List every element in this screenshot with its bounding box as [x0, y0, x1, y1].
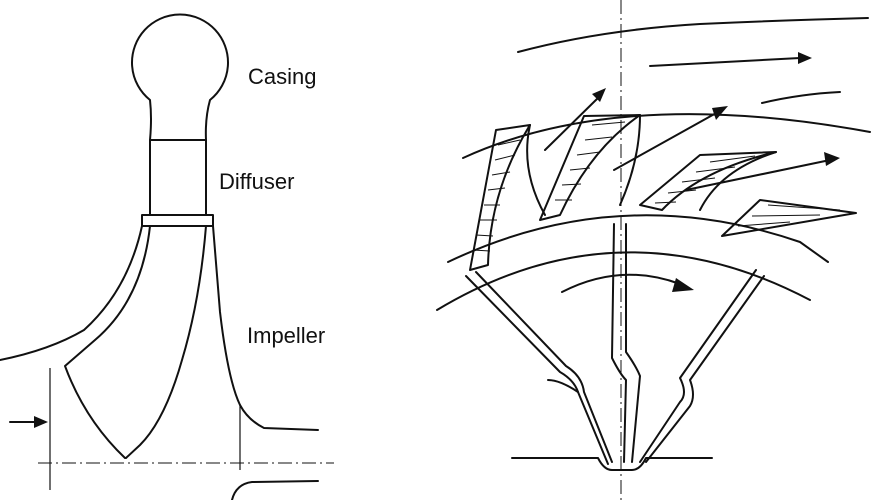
inlet-arrowhead	[34, 416, 48, 428]
impeller-label: Impeller	[247, 323, 325, 348]
flow-arrows	[544, 52, 840, 191]
diffuser-channel	[141, 139, 214, 227]
impeller-outline	[0, 225, 334, 500]
diffuser-outer-ring	[462, 113, 871, 159]
diffuser-vane-1	[469, 124, 531, 271]
rotation-arrow	[561, 273, 681, 293]
casing-volute	[131, 13, 229, 141]
diffuser-vane-4	[721, 199, 857, 237]
meridional-section: Casing Diffuser Impeller	[0, 13, 334, 500]
front-view	[436, 0, 871, 500]
rotation-arrowhead	[672, 278, 694, 292]
diffuser-vane-2	[539, 114, 641, 221]
diffuser-inner-ring	[447, 214, 829, 263]
diffuser-label: Diffuser	[219, 169, 294, 194]
casing-label: Casing	[248, 64, 316, 89]
impeller-tip-arc	[436, 251, 811, 311]
hub-base	[511, 457, 713, 471]
impeller-blades	[465, 223, 765, 465]
top-streamline	[517, 17, 869, 53]
